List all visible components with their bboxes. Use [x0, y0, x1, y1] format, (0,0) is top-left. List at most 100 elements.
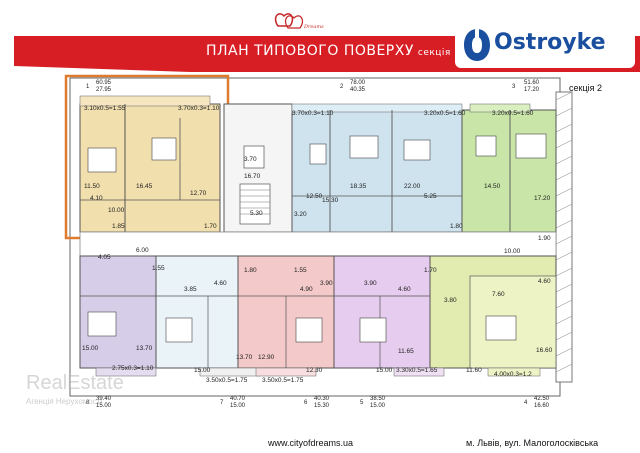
- city-of-dreams-logo: Dreams: [274, 13, 324, 30]
- apartment-3[interactable]: [461, 109, 557, 233]
- apartment-3-balcony: [469, 103, 531, 113]
- apartment-1-table: [151, 137, 177, 161]
- apartment-6-room-4: 3.50x0.5=1.75: [262, 377, 304, 384]
- apartment-4-total: 42.50: [534, 396, 550, 402]
- apartment-5-number: 5: [360, 400, 364, 406]
- apartment-2-sofa: [403, 139, 431, 161]
- apartment-5-living: 15.00: [370, 403, 386, 409]
- apartment-8-room-0: 6.00: [136, 247, 149, 254]
- apartment-7-room-3: 13.70: [236, 354, 253, 361]
- core-room-2: 5.30: [250, 210, 263, 217]
- apartment-6-room-3: 12.30: [306, 367, 323, 374]
- core-room-1: 16.70: [244, 173, 261, 180]
- apartment-1-room-1: 3.70x0.3=1.10: [178, 105, 220, 112]
- apartment-4-room-4: 16.60: [536, 347, 553, 354]
- apartment-2-room-5: 22.00: [404, 183, 421, 190]
- apartment-8-room-2: 1.55: [152, 265, 165, 272]
- footer-website: www.cityofdreams.ua: [268, 438, 354, 448]
- apartment-1-living: 27.95: [96, 87, 112, 93]
- apartment-1-bed: [87, 147, 117, 173]
- apartment-8-room-4: 13.70: [136, 345, 153, 352]
- apartment-5-room-5: 3.30x0.5=1.65: [396, 367, 438, 374]
- apartment-2-number: 2: [340, 84, 344, 90]
- apartment-2-living: 40.35: [350, 87, 366, 93]
- apartment-8-room-5: 2.75x0.3=1.10: [112, 365, 154, 372]
- apartment-5-balcony: [393, 367, 445, 377]
- brand-name: Ostroyke: [494, 30, 606, 55]
- apartment-4-bed: [485, 315, 517, 341]
- apartment-8-balcony: [95, 367, 157, 377]
- apartment-2-room-8: 1.80: [450, 223, 463, 230]
- apartment-3-room-0: 3.20x0.5=1.60: [492, 110, 534, 117]
- apartment-2-bed: [349, 135, 379, 159]
- apartment-4-room-3: 11.60: [466, 367, 482, 374]
- apartment-4-room-1: 3.80: [444, 297, 457, 304]
- apartment-1-room-8: 1.70: [204, 223, 217, 230]
- apartment-3-total: 51.60: [524, 80, 540, 86]
- apartment-1-room-3: 16.45: [136, 183, 153, 190]
- section-wall-hatch: [555, 91, 573, 373]
- apartment-3-room-4: 1.90: [538, 235, 551, 242]
- apartment-1-balcony: [79, 95, 211, 107]
- apartment-4-balcony: [487, 367, 541, 377]
- apartment-6-total: 40.30: [314, 396, 330, 402]
- apartment-7-room-5: 3.50x0.5=1.75: [206, 377, 248, 384]
- apartment-1-room-6: 12.70: [190, 190, 207, 197]
- svg-text:Dreams: Dreams: [303, 24, 324, 30]
- apartment-6-living: 15.30: [314, 403, 330, 409]
- apartment-7[interactable]: [155, 255, 239, 369]
- apartment-2-room-3: 15.30: [322, 197, 339, 204]
- apartment-3-room-3: 10.00: [504, 248, 521, 255]
- apartment-3-room-1: 14.50: [484, 183, 501, 190]
- apartment-4-room-0: 1.70: [424, 267, 437, 274]
- apartment-2-total: 78.00: [350, 80, 366, 86]
- apartment-5-room-0: 3.90: [320, 280, 333, 287]
- apartment-2-balcony: [291, 103, 463, 113]
- apartment-2[interactable]: [291, 109, 463, 233]
- apartment-4-living: 16.60: [534, 403, 550, 409]
- ostroyke-logo-icon: [464, 27, 490, 61]
- stairs: [239, 183, 271, 225]
- apartment-2-room-2: 12.50: [306, 193, 323, 200]
- apartment-2-room-7: 5.25: [424, 193, 437, 200]
- apartment-2-table: [309, 143, 327, 165]
- apartment-5[interactable]: [333, 255, 431, 369]
- apartment-1-room-4: 4.10: [90, 195, 103, 202]
- apartment-8-room-3: 15.00: [82, 345, 99, 352]
- apartment-7-total: 40.70: [230, 396, 246, 402]
- apartment-4-room-5: 4.00x0.3=1.2: [494, 371, 532, 378]
- apartment-2-room-6: 3.20: [294, 211, 307, 218]
- apartment-7-room-1: 4.60: [214, 280, 227, 287]
- apartment-8-living: 15.00: [96, 403, 112, 409]
- apartment-6-room-2: 12.90: [258, 354, 275, 361]
- apartment-5-room-3: 11.65: [398, 348, 414, 355]
- stair-steps: [240, 189, 270, 215]
- apartment-8-number: 8: [86, 400, 90, 406]
- apartment-4-number: 4: [524, 400, 528, 406]
- apartment-6-room-0: 1.55: [294, 267, 307, 274]
- apartment-6-room-1: 4.90: [300, 286, 313, 293]
- apartment-1-room-0: 3.10x0.5=1.55: [84, 105, 126, 112]
- footer-address: м. Львів, вул. Малоголосківська: [466, 438, 599, 448]
- apartment-3-bed: [515, 133, 547, 159]
- apartment-6-bed: [295, 317, 323, 343]
- apartment-5-room-1: 3.90: [364, 280, 377, 287]
- apartment-3-living: 17.20: [524, 87, 540, 93]
- apartment-7-room-4: 15.00: [194, 367, 211, 374]
- apartment-1-room-7: 1.85: [112, 223, 125, 230]
- core-room-0: 3.70: [244, 156, 257, 163]
- watermark-subtext: Агенція Нерухомості: [26, 397, 103, 406]
- apartment-1-number: 1: [86, 84, 90, 90]
- apartment-8-bed: [87, 311, 117, 337]
- apartment-1-room-5: 10.00: [108, 207, 125, 214]
- apartment-2-room-1: 3.20x0.5=1.60: [424, 110, 466, 117]
- apartment-7-room-2: 1.80: [244, 267, 257, 274]
- apartment-1-room-2: 11.50: [84, 183, 100, 190]
- apartment-8-total: 39.40: [96, 396, 112, 402]
- corridor: [79, 231, 557, 257]
- watermark-text: RealEstate: [26, 372, 124, 394]
- apartment-6-number: 6: [304, 400, 308, 406]
